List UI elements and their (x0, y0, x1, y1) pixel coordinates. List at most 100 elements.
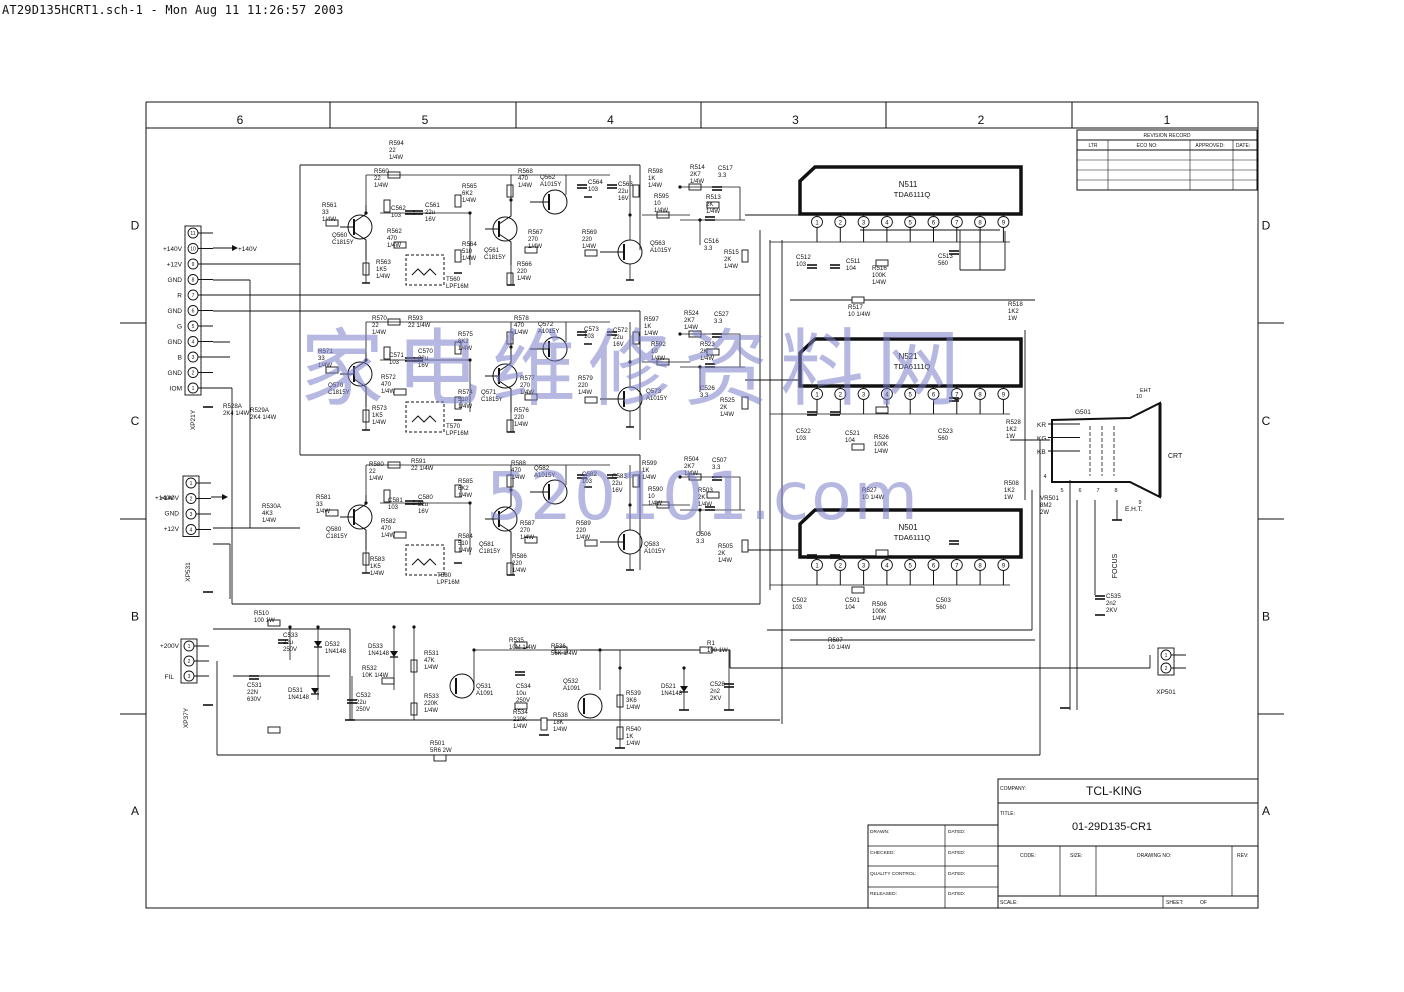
part-value: C1815Y (479, 549, 501, 555)
part-ref: R568 (518, 168, 533, 175)
part-value: A1015Y (646, 396, 667, 402)
junction-dot (472, 648, 476, 652)
part-value: 470 (518, 176, 529, 182)
part-ref: R577 (520, 375, 535, 382)
part-ref: R523 (700, 341, 715, 348)
ic-ref: N501 (898, 523, 918, 532)
resistor (875, 259, 889, 267)
part-value: 6K2 (458, 339, 469, 345)
part-ref: C528 (710, 681, 725, 688)
part-ref: C572 (613, 327, 628, 334)
ic-pin-num: 1 (815, 393, 819, 399)
part-ref: Q582 (534, 465, 550, 472)
diode (311, 688, 319, 694)
part-ref: C573 (584, 326, 599, 333)
xp21y-label: R (177, 293, 182, 300)
part-value: 250V (356, 707, 370, 713)
part-value: 1/4W (528, 244, 542, 250)
ic-pin-num: 2 (839, 221, 843, 227)
zone-letter-left-C: C (131, 414, 140, 428)
part-value: 1/4W (720, 412, 734, 418)
part-value: 1/4W (369, 476, 383, 482)
xp21y-label: +12V (167, 262, 183, 269)
ic-pin-num: 3 (862, 564, 866, 570)
resistor (632, 474, 640, 488)
ic-pin-num: 7 (955, 221, 959, 227)
xp501-pin-num: 1 (1165, 653, 1168, 659)
part-ref: Q581 (479, 541, 495, 548)
ic-pin (811, 216, 823, 228)
part-value: 1/4W (648, 501, 662, 507)
part-value: 470 (387, 236, 398, 242)
part-value: 1/4W (376, 274, 390, 280)
part-value: C1815Y (481, 397, 503, 403)
xp21y-pin-num: 8 (192, 278, 195, 284)
part-value: 1K2 (1006, 427, 1017, 433)
part-value: 250V (516, 698, 530, 704)
part-value: 1/4W (424, 708, 438, 714)
part-value: 1/4W (518, 183, 532, 189)
part-ref: R515 (724, 249, 739, 256)
part-ref: C564 (588, 179, 603, 186)
part-value: 22 1/4W (411, 466, 434, 472)
ic-pin-num: 1 (815, 564, 819, 570)
revision-col-2: APPROVED: (1195, 143, 1224, 149)
part-ref: R597 (644, 316, 659, 323)
part-ref: R578 (514, 315, 529, 322)
ic-pin-num: 5 (909, 564, 913, 570)
part-value: 2K (698, 495, 705, 501)
part-value: 16V (612, 488, 623, 494)
part-value: 3.3 (696, 539, 705, 545)
resistor (584, 396, 598, 404)
part-ref: R582 (381, 518, 396, 525)
junction-dot (316, 625, 320, 629)
junction-dot (678, 185, 682, 189)
part-ref: R599 (642, 460, 657, 467)
revision-title: REVISION RECORD (1144, 133, 1191, 139)
part-ref: Q531 (476, 683, 492, 690)
xp531-pin-num: 3 (190, 512, 193, 518)
ic-pin (927, 216, 940, 228)
part-ref: Q583 (644, 541, 660, 548)
zone-letter-right-B: B (1262, 610, 1270, 624)
xp21y-pin-num: 4 (192, 340, 195, 346)
xp531-pin-num: 2 (190, 497, 193, 503)
resistor (524, 246, 538, 254)
xp501-pin-num: 2 (1165, 666, 1168, 672)
part-ref: Q572 (538, 321, 554, 328)
zone-number-4: 4 (607, 113, 614, 127)
ic-pin-num: 9 (1002, 393, 1006, 399)
ic-part: TDA6111Q (894, 362, 931, 371)
part-value: 510 (458, 541, 469, 547)
zone-number-1: 1 (1164, 113, 1171, 127)
resistor (706, 348, 720, 356)
part-value: 1/4W (262, 518, 276, 524)
part-ref: C523 (938, 428, 953, 435)
part-ref: R513 (706, 194, 721, 201)
arrow-marker (222, 494, 228, 500)
xp21y-ref: XP21Y (190, 409, 197, 430)
part-value: 1/4W (706, 209, 720, 215)
part-ref: Q562 (540, 174, 556, 181)
resistor (851, 296, 865, 304)
drawing-title: 01-29D135-CR1 (1072, 821, 1152, 833)
resistor (325, 509, 339, 517)
part-ref: R528 (1006, 419, 1021, 426)
part-value: LPF16M (437, 580, 460, 586)
revision-col-3: DATE: (1236, 143, 1250, 149)
lpf-filter-box (405, 544, 445, 576)
part-value: 1/4W (370, 571, 384, 577)
part-value: 2K (706, 202, 713, 208)
part-value: 22u (283, 640, 293, 646)
part-ref: R592 (651, 341, 666, 348)
ic-pin-num: 8 (978, 564, 982, 570)
part-ref: R562 (387, 228, 402, 235)
dated-label-1: DATED: (948, 850, 965, 856)
xp37y-pin-num: 3 (188, 674, 191, 680)
part-ref: R563 (376, 259, 391, 266)
part-value: 103 (588, 187, 599, 193)
ic-part: TDA6111Q (894, 190, 931, 199)
resistor (632, 331, 640, 345)
part-ref: R576 (514, 407, 529, 414)
part-ref: R503 (698, 487, 713, 494)
